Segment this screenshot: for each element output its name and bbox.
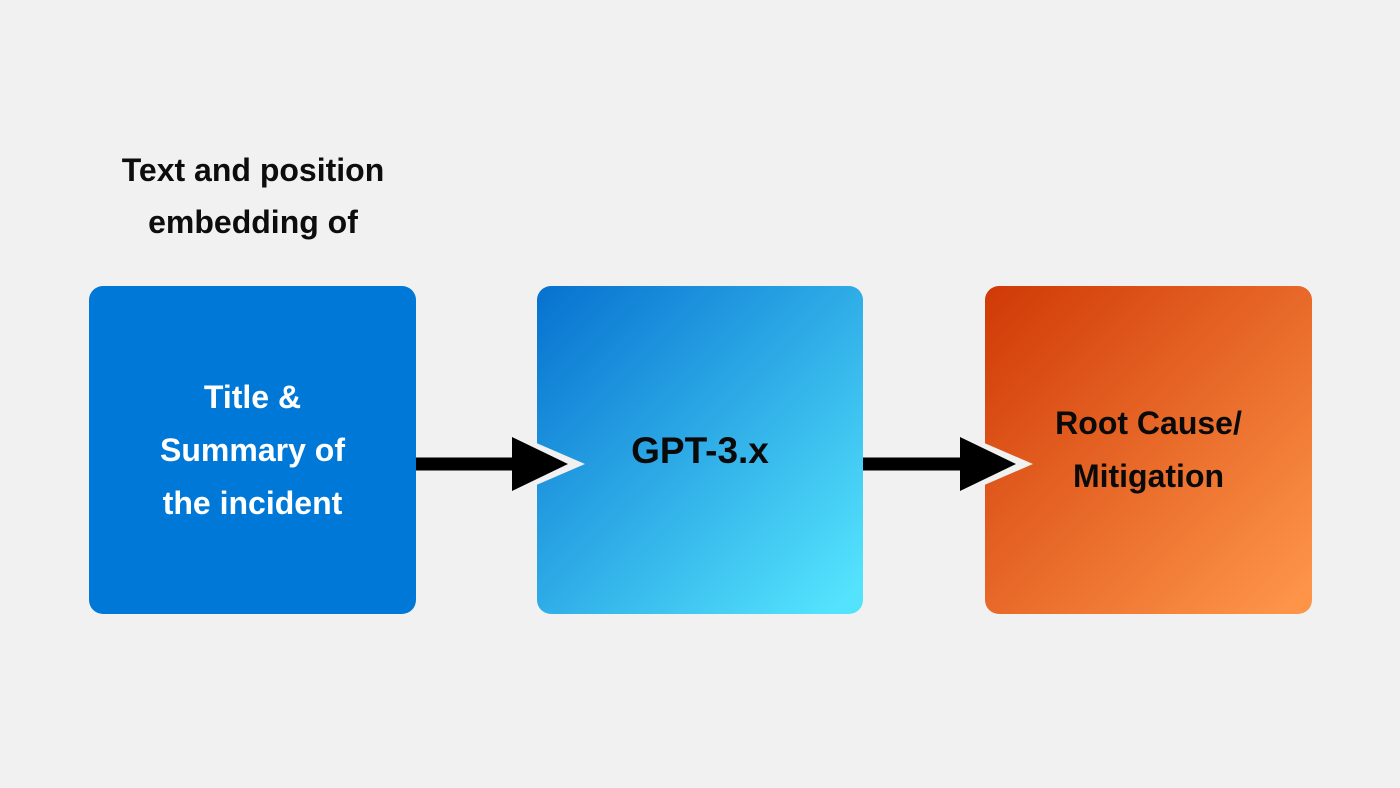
node-gpt-label: GPT-3.x [631,429,769,471]
node-output-line-1: Root Cause/ [1055,405,1242,441]
arrow-shaft [416,457,534,471]
node-incident-line-2: Summary of [160,431,345,468]
node-incident-line-3: the incident [162,484,343,521]
annotation-line-2: embedding of [148,204,358,240]
embedding-annotation: Text and position embedding of [64,144,442,248]
node-root-cause-output: Root Cause/ Mitigation [985,286,1312,614]
node-gpt-model: GPT-3.x [537,286,863,614]
annotation-line-1: Text and position [121,152,385,188]
node-incident-input: Title & Summary of the incident [89,286,416,614]
node-incident-line-1: Title & [203,378,302,415]
arrow-shaft [863,457,982,471]
node-output-line-2: Mitigation [1072,458,1225,494]
